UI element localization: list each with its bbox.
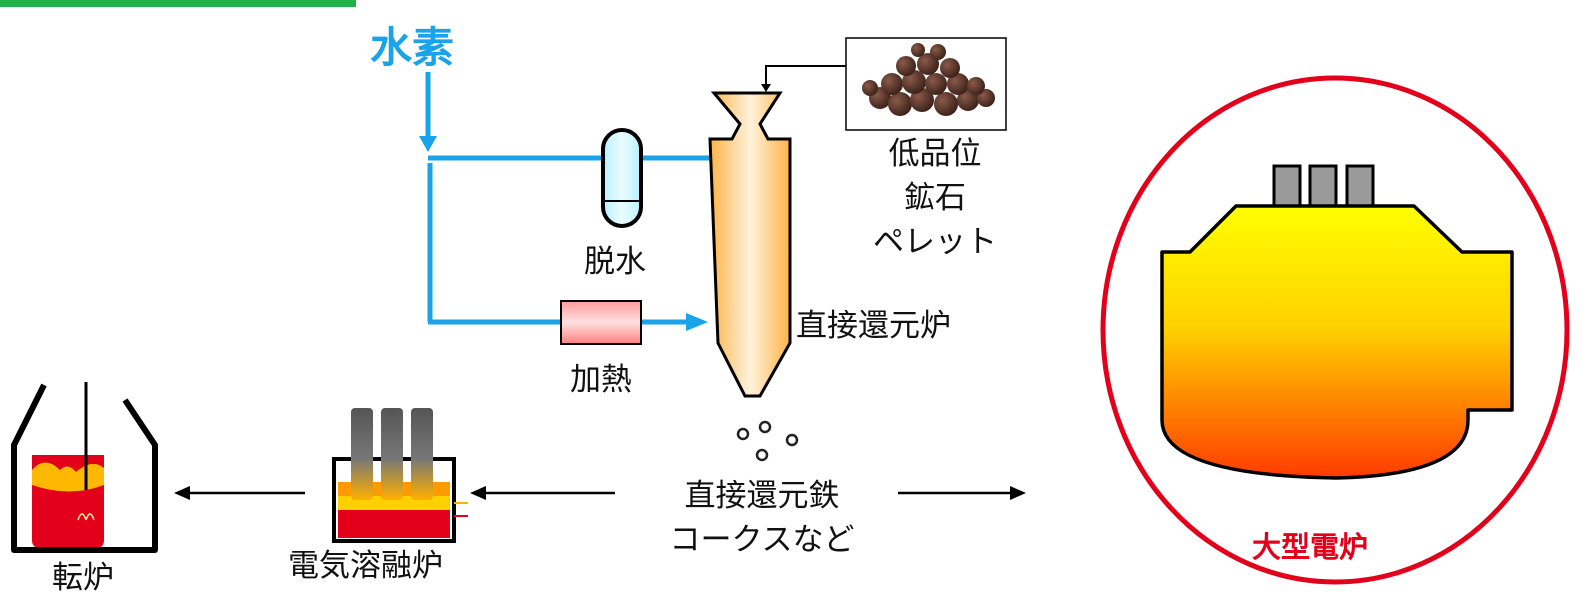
low-grade-ore-label: 低品位 鉱石 ペレット	[870, 132, 1000, 264]
heater-to-shaft-arrowhead	[686, 313, 708, 331]
hydrogen-pipeline	[425, 72, 712, 325]
electric-smelting-furnace-label: 電気溶融炉	[288, 548, 443, 584]
ore-label-line2: 鉱石	[904, 180, 966, 216]
heating-label: 加熱	[570, 362, 632, 398]
pellet-pile	[862, 43, 995, 116]
header-bar	[0, 0, 356, 7]
ore-label-line3: ペレット	[873, 224, 997, 260]
direct-reduction-shaft	[708, 91, 792, 398]
dehydration-column	[601, 128, 643, 228]
heater-box	[560, 300, 642, 345]
dri-label-line2: コークスなど	[669, 522, 855, 558]
dri-label: 直接還元鉄 コークスなど	[640, 474, 884, 562]
hydrogen-label: 水素	[370, 23, 455, 72]
ore-label-line1: 低品位	[888, 136, 982, 172]
ore-feed-line	[765, 65, 846, 86]
arrow-to-eaf-head	[1010, 486, 1026, 500]
direct-reduction-furnace-label: 直接還元炉	[796, 308, 951, 344]
dri-pellets	[736, 420, 799, 462]
dri-label-line1: 直接還元鉄	[684, 478, 840, 514]
hydrogen-down-arrowhead	[419, 136, 437, 152]
converter	[11, 382, 158, 553]
dehydration-label: 脱水	[584, 244, 646, 280]
highlight-circle	[1100, 75, 1570, 585]
converter-label: 転炉	[52, 560, 114, 596]
large-eaf-label: 大型電炉	[1252, 530, 1369, 564]
arrow-to-converter-head	[174, 486, 190, 500]
ore-feed-arrowhead	[761, 84, 771, 92]
large-eaf	[1160, 164, 1514, 480]
electric-smelting-furnace	[332, 408, 468, 543]
arrow-to-smelter-head	[470, 486, 486, 500]
